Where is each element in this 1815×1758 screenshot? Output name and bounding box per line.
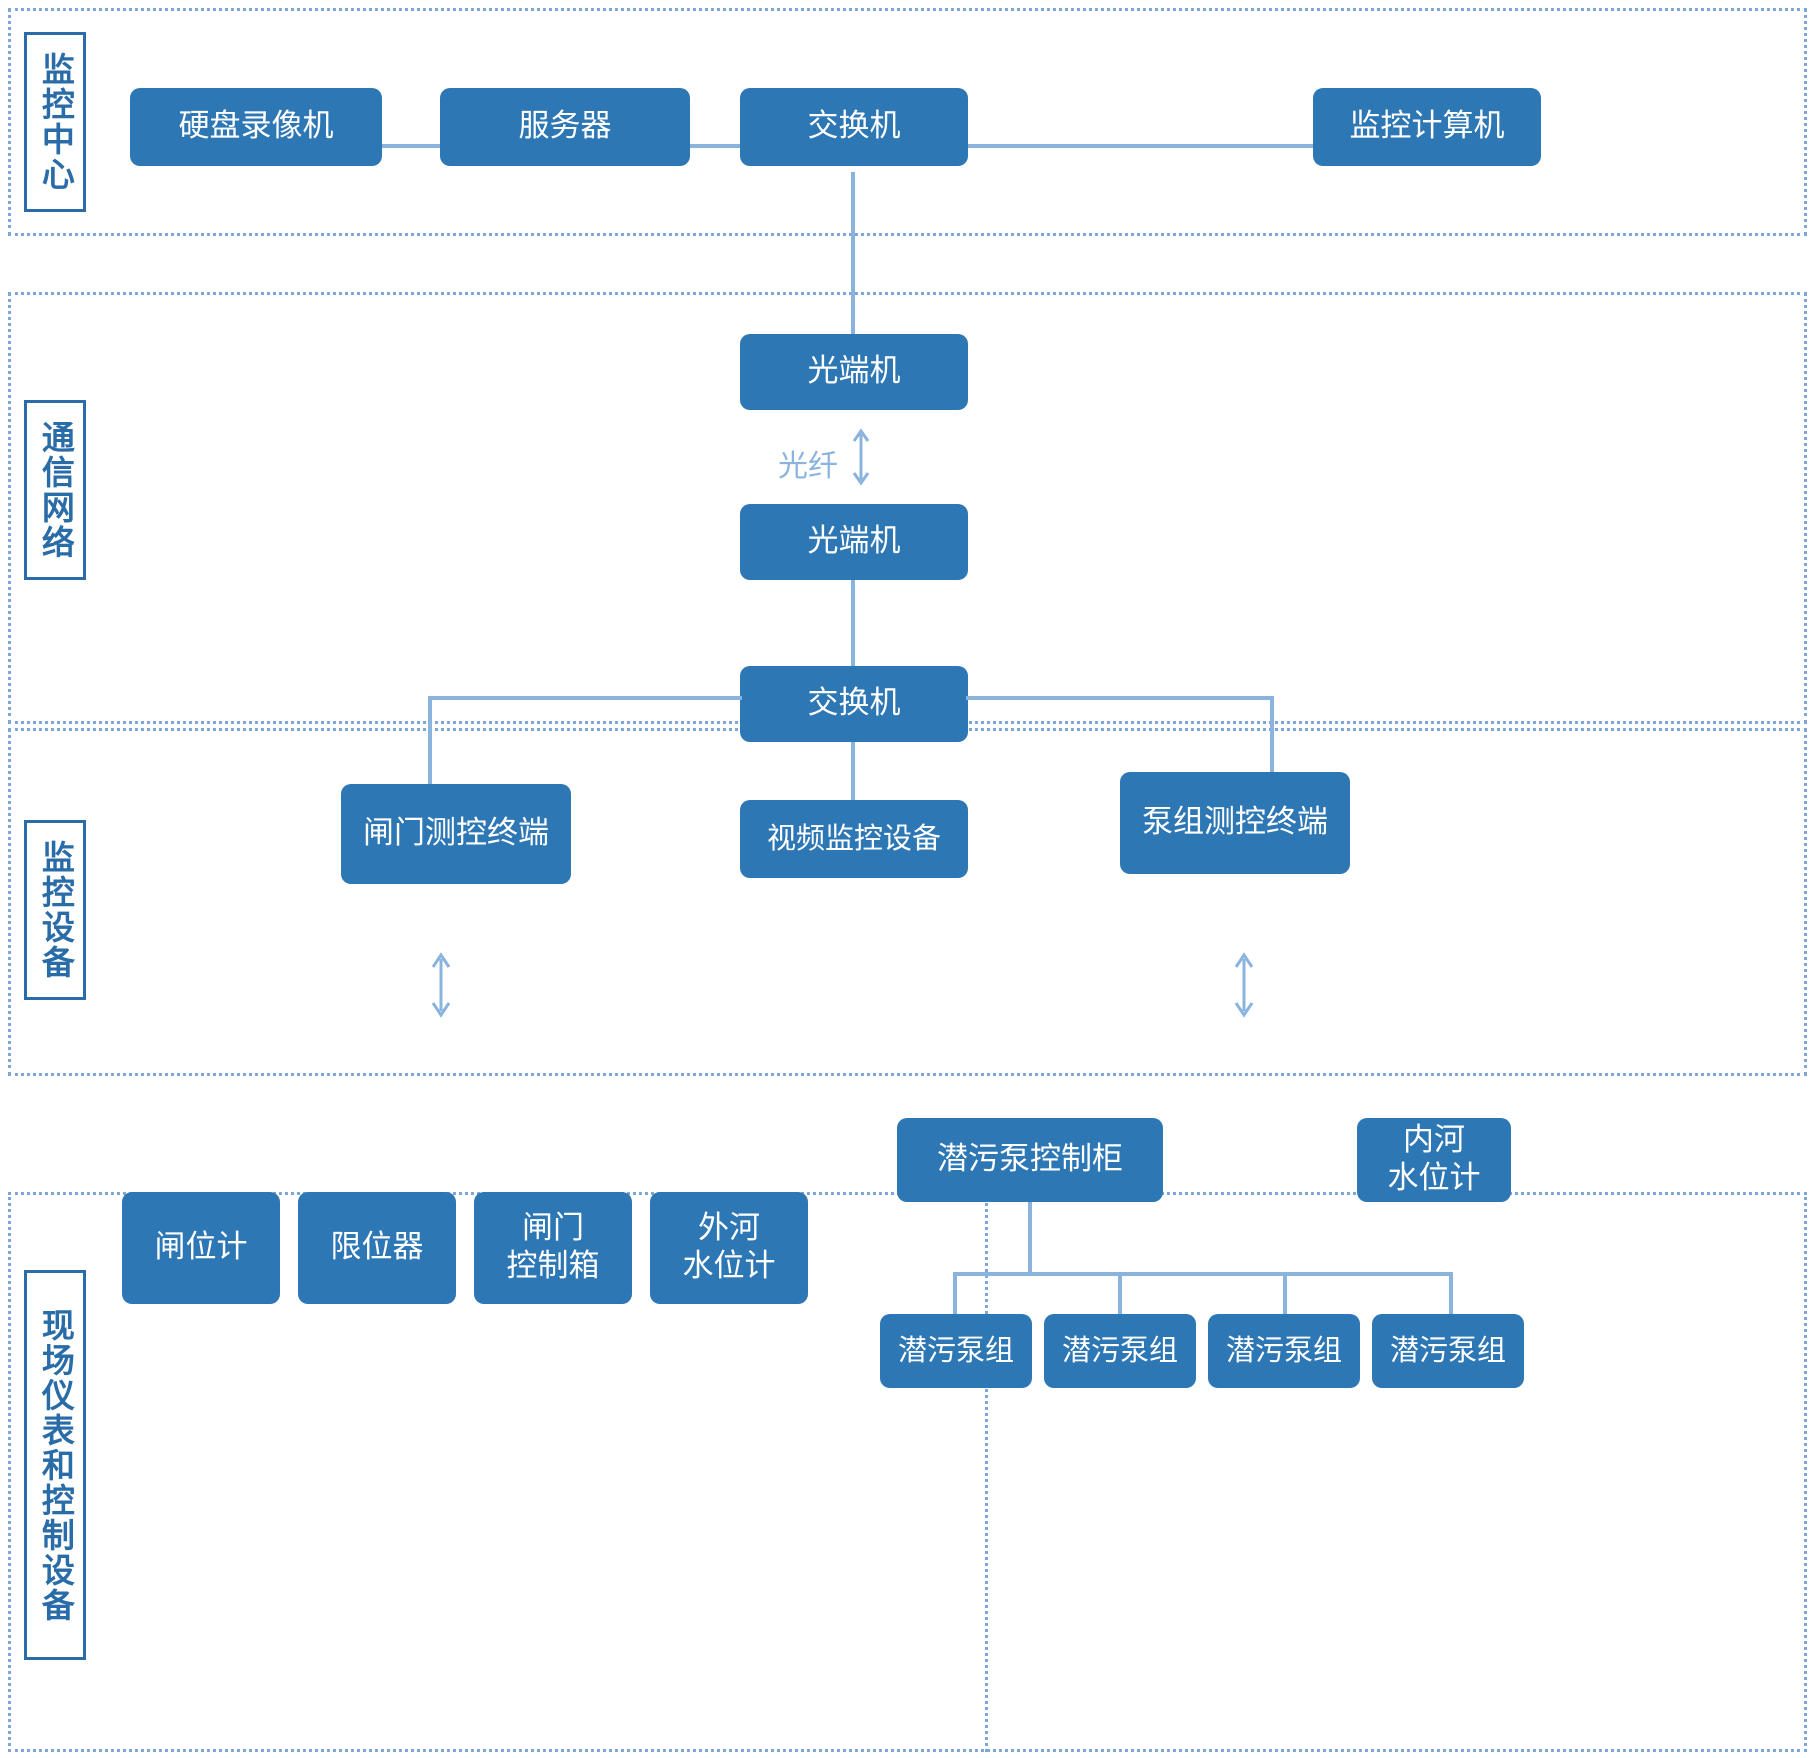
node-switch-center[interactable]: 交换机 (740, 88, 968, 166)
node-gate-control-box[interactable]: 闸门 控制箱 (474, 1192, 632, 1304)
connector-drop-video-device (851, 742, 855, 800)
node-optical-terminal-bottom[interactable]: 光端机 (740, 504, 968, 580)
node-limit-switch[interactable]: 限位器 (298, 1192, 456, 1304)
connector-dvr-server (381, 144, 441, 148)
node-dvr[interactable]: 硬盘录像机 (130, 88, 382, 166)
gate-link-double-arrow-icon (428, 950, 454, 1020)
section-band-monitor-center (8, 8, 1807, 236)
node-optical-terminal-top[interactable]: 光端机 (740, 334, 968, 410)
connector-pump-drop-3 (1283, 1272, 1287, 1314)
node-pump-cabinet[interactable]: 潜污泵控制柜 (897, 1118, 1163, 1202)
node-pump-group-4[interactable]: 潜污泵组 (1372, 1314, 1524, 1388)
connector-switch-to-optical (851, 172, 855, 334)
connector-cabinet-trunk (1028, 1202, 1032, 1274)
fiber-label: 光纤 (778, 449, 838, 484)
node-pump-group-3[interactable]: 潜污泵组 (1208, 1314, 1360, 1388)
connector-pump-drop-1 (953, 1272, 957, 1314)
node-video-device[interactable]: 视频监控设备 (740, 800, 968, 878)
node-monitor-pc[interactable]: 监控计算机 (1313, 88, 1541, 166)
connector-pump-bus (953, 1272, 1453, 1276)
section-label-field-devices: 现场仪表和控制设备 (24, 1270, 86, 1660)
connector-drop-gate-terminal (428, 696, 432, 784)
connector-drop-pump-terminal (1270, 696, 1274, 784)
node-pump-group-1[interactable]: 潜污泵组 (880, 1314, 1032, 1388)
node-gate-level-meter[interactable]: 闸位计 (122, 1192, 280, 1304)
node-server[interactable]: 服务器 (440, 88, 690, 166)
connector-switch-bus-left (428, 696, 742, 700)
connector-switch-bus-right (966, 696, 1274, 700)
section-label-monitor-devices: 监控设备 (24, 820, 86, 1000)
section-band-field-pump-sub (985, 1192, 1807, 1752)
pump-link-double-arrow-icon (1231, 950, 1257, 1020)
connector-server-switch (687, 144, 745, 148)
node-outer-river-level[interactable]: 外河 水位计 (650, 1192, 808, 1304)
connector-pump-drop-2 (1118, 1272, 1122, 1314)
section-label-monitor-center: 监控中心 (24, 32, 86, 212)
section-band-monitor-devices (8, 728, 1807, 1076)
node-pump-terminal[interactable]: 泵组测控终端 (1120, 772, 1350, 874)
connector-optical-to-switch-field (851, 580, 855, 666)
connector-pump-drop-4 (1449, 1272, 1453, 1314)
node-inner-river-level[interactable]: 内河 水位计 (1357, 1118, 1511, 1202)
connector-switch-monitorpc (967, 144, 1315, 148)
node-pump-group-2[interactable]: 潜污泵组 (1044, 1314, 1196, 1388)
fiber-double-arrow-icon (848, 426, 874, 488)
node-switch-field[interactable]: 交换机 (740, 666, 968, 742)
node-gate-terminal[interactable]: 闸门测控终端 (341, 784, 571, 884)
section-label-comm-network: 通信网络 (24, 400, 86, 580)
